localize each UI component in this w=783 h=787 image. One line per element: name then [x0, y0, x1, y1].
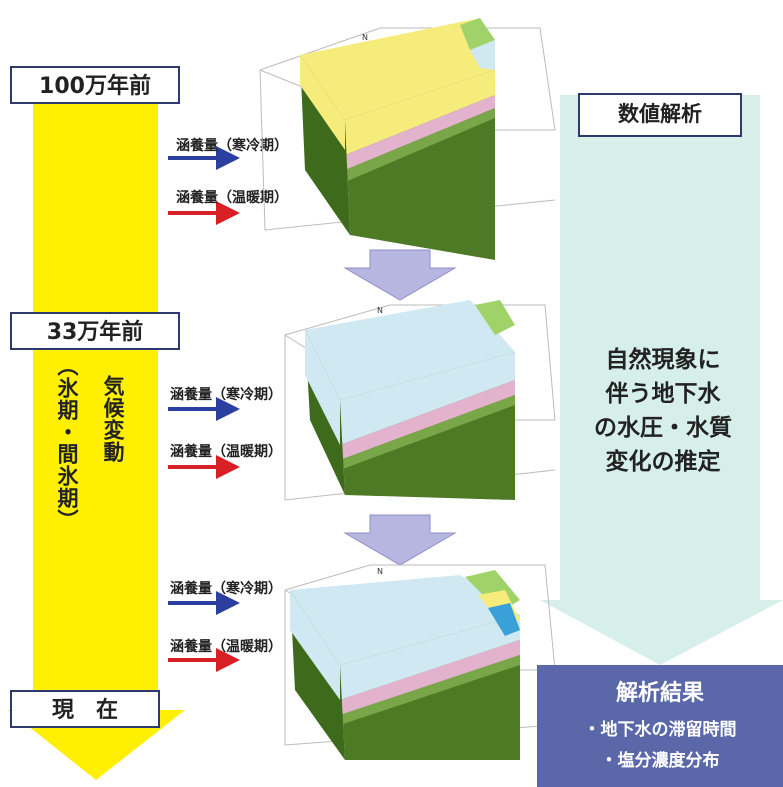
recharge-warm-2: 涵養量（温暖期）: [170, 444, 282, 460]
time-label-present: 現 在: [10, 690, 160, 728]
numerical-line-1: 自然現象に: [605, 347, 721, 373]
result-item-1: ・地下水の滞留時間: [583, 720, 737, 740]
climate-change-text: 気候変動: [101, 375, 125, 463]
recharge-warm-3: 涵養量（温暖期）: [170, 639, 282, 655]
recharge-warm-1: 涵養量（温暖期）: [176, 190, 288, 206]
analysis-result-box: 解析結果 ・地下水の滞留時間 ・塩分濃度分布: [537, 665, 783, 787]
numerical-description: 自然現象に 伴う地下水 の水圧・水質 変化の推定: [563, 343, 763, 479]
north-label-2: N: [377, 306, 383, 315]
recharge-cold-3: 涵養量（寒冷期）: [170, 581, 282, 597]
north-label-3: N: [377, 567, 383, 576]
north-label-1: N: [362, 33, 368, 42]
numerical-analysis-title: 数値解析: [578, 93, 742, 137]
recharge-cold-1: 涵養量（寒冷期）: [176, 138, 288, 154]
time-label-1m: 100万年前: [10, 66, 180, 104]
numerical-line-4: 変化の推定: [605, 449, 721, 475]
time-label-330k: 33万年前: [10, 312, 180, 350]
glacial-interglacial-text: （氷期・間氷期）: [55, 355, 79, 531]
numerical-line-2: 伴う地下水: [605, 381, 721, 407]
result-title: 解析結果: [615, 681, 704, 706]
recharge-cold-2: 涵養量（寒冷期）: [170, 387, 282, 403]
numerical-line-3: の水圧・水質: [594, 415, 732, 441]
result-item-2: ・塩分濃度分布: [600, 751, 720, 771]
